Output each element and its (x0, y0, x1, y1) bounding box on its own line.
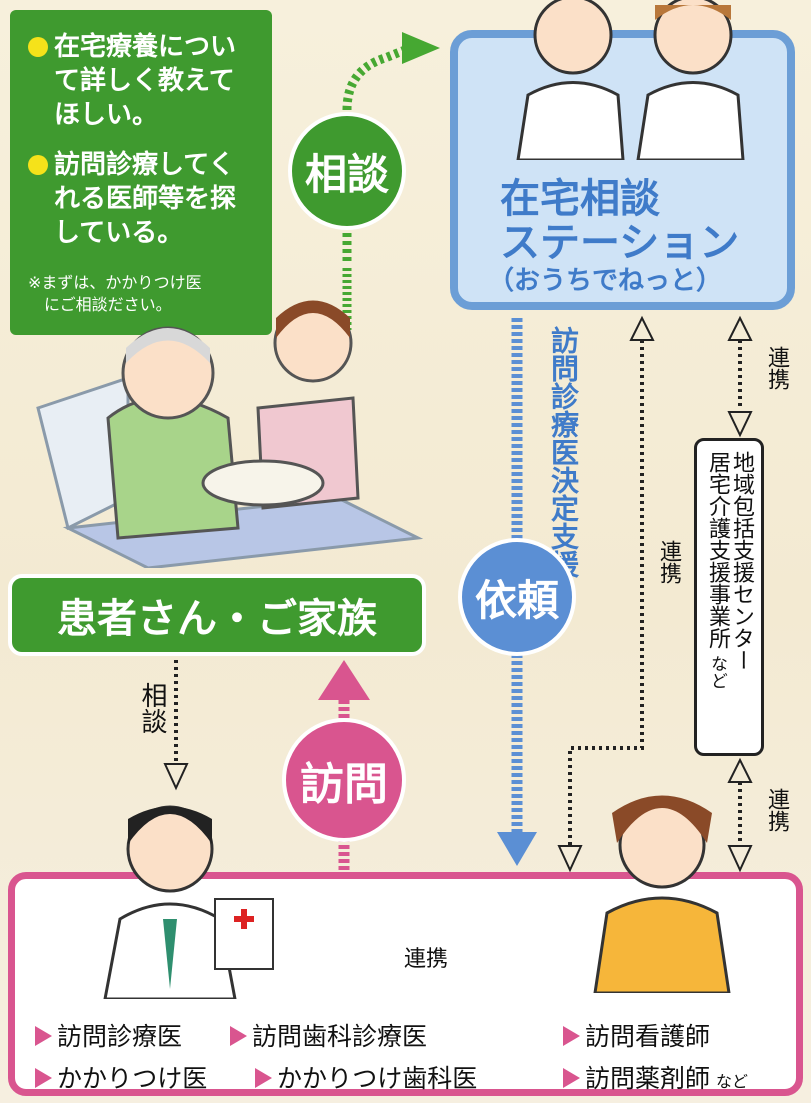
station-title-line1: 在宅相談 (500, 176, 660, 222)
consult-arrowhead (402, 32, 440, 64)
patient-family-banner: 患者さん・ご家族 (8, 574, 426, 656)
station-title-line2: ステーション (500, 220, 740, 266)
role-home-visit-dentist: 訪問歯科診療医 (230, 1017, 427, 1053)
bullet-icon (28, 155, 48, 175)
home-consult-station: 在宅相談 ステーション （おうちでねっと） (450, 0, 795, 310)
doctor-nurse-link-label: 連携 (404, 947, 449, 972)
station-region-link-label: 連携 (764, 346, 789, 390)
inquiry-item-home-care: 在宅療養につい て詳しく教えて ほしい。 (28, 30, 236, 132)
consult-circle: 相談 (288, 112, 406, 230)
role-home-visit-pharmacist: 訪問薬剤師など (563, 1059, 748, 1095)
doctor-illustration (103, 805, 274, 999)
request-arrowhead (497, 832, 537, 866)
family-doctor-consult-label: 相談 (137, 682, 167, 734)
role-home-visit-doctor: 訪問診療医 (35, 1017, 182, 1053)
visit-arrowhead (318, 660, 370, 700)
nurse-illustration (593, 795, 731, 993)
region-bottom-arrowhead-top (727, 757, 753, 783)
station-subtitle: （おうちでねっと） (488, 266, 723, 296)
triangle-icon (255, 1068, 272, 1088)
bullet-icon (28, 37, 48, 57)
station-region-arrowhead-top (727, 315, 753, 341)
inquiry-box: 在宅療養につい て詳しく教えて ほしい。 訪問診療してく れる医師等を探 してい… (10, 10, 272, 335)
staff-illustration (516, 0, 745, 160)
patient-illustration (36, 300, 424, 568)
region-line1: 地域包括支援センター (729, 451, 754, 671)
support-label: 訪問診療医決定支援 (547, 326, 580, 578)
request-circle: 依頼 (458, 538, 576, 656)
station-region-arrowhead-bottom (727, 411, 753, 438)
station-nurse-link-label: 連携 (656, 540, 681, 584)
station-nurse-arrowhead-bottom (557, 845, 583, 873)
region-line2: 居宅介護支援事業所など (705, 451, 730, 689)
region-bottom-link-label: 連携 (764, 788, 789, 832)
triangle-icon (35, 1068, 52, 1088)
triangle-icon (230, 1026, 247, 1046)
region-bottom-arrowhead-bottom (727, 845, 753, 873)
station-nurse-line (568, 340, 644, 845)
inquiry-note: ※まずは、かかりつけ医 にご相談ださい。 (28, 273, 202, 314)
triangle-icon (563, 1026, 580, 1046)
consult-arrow (342, 45, 407, 265)
visit-circle: 訪問 (282, 718, 406, 842)
role-family-dentist: かかりつけ歯科医 (255, 1059, 477, 1095)
station-nurse-arrowhead-top (629, 315, 655, 341)
inquiry-item-find-doctor: 訪問診療してく れる医師等を探 している。 (28, 148, 236, 250)
family-doctor-arrowhead (163, 763, 189, 791)
providers-panel: 連携 訪問診療医 訪問歯科診療医 訪問看護師 かかりつけ医 かかりつけ歯科医 訪… (8, 795, 803, 1096)
regional-support-box: 地域包括支援センター 居宅介護支援事業所など (694, 438, 764, 756)
triangle-icon (35, 1026, 52, 1046)
triangle-icon (563, 1068, 580, 1088)
role-home-visit-nurse: 訪問看護師 (563, 1017, 710, 1053)
role-family-doctor: かかりつけ医 (35, 1059, 207, 1095)
